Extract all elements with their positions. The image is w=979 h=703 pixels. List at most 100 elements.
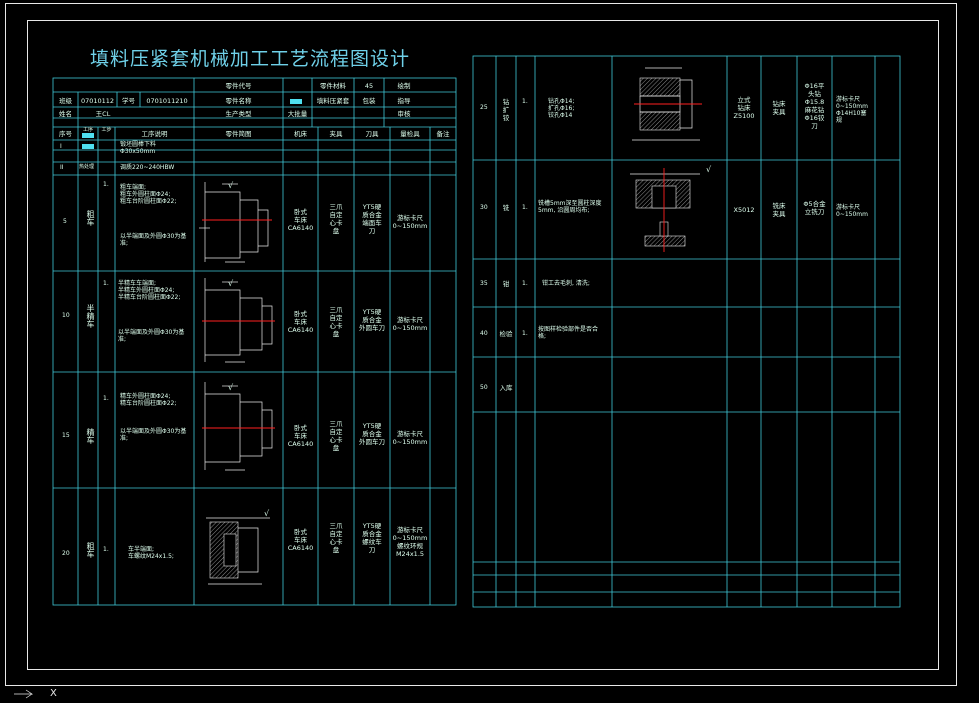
part-name-value: 填料压紧套 <box>316 97 350 105</box>
r-row30-desc: 铣槽5mm深至圆柱深度 5mm, 沿圆周均布; <box>538 200 602 214</box>
row15-step: 1. <box>103 395 109 402</box>
row20-desc: 车半端面; 车螺纹M24x1.5; <box>128 546 174 560</box>
header-part-code-label: 零件代号 <box>225 82 252 90</box>
surface-mark-op30: √ <box>706 165 712 174</box>
row15-tool: YT5硬 质合金 外圆车刀 <box>359 422 385 446</box>
row20-tool: YT5硬 质合金 螺纹车 刀 <box>362 522 382 554</box>
production-type-value: 大批量 <box>287 110 308 118</box>
row15-machine: 卧式 车床 CA6140 <box>287 424 314 448</box>
r-row30-machine: X5012 <box>733 206 755 214</box>
part-code-swatch <box>290 99 302 104</box>
row20-step: 1. <box>103 546 109 553</box>
row10-desc: 半精车车端面; 半精车外圆柱面Φ24; 半精车台阶圆柱面Φ22; 以半端面及外圆… <box>118 280 185 343</box>
r-row25-no: 25 <box>480 104 488 111</box>
row15-no: 15 <box>62 432 70 439</box>
name-label: 姓名 <box>59 110 72 118</box>
page-title: 填料压紧套机械加工工艺流程图设计 <box>90 48 411 70</box>
row15-desc: 精车外圆柱面Φ24; 精车台阶圆柱面Φ22; 以半端面及外圆Φ30为基准; <box>120 393 187 442</box>
r-row50-no: 50 <box>480 384 488 391</box>
row-ii-no: II <box>60 164 64 171</box>
sketch-op30 <box>630 173 700 247</box>
student-label: 学号 <box>122 97 135 105</box>
r-row35-step: 1. <box>522 280 528 287</box>
col-header-tool: 刀具 <box>365 130 379 138</box>
header-part-material-label: 零件材料 <box>320 82 346 90</box>
r-row30-gauge: 游标卡尺 0~150mm <box>836 204 868 218</box>
part-name-label: 零件名称 <box>225 97 252 105</box>
sketch-op20 <box>206 517 270 585</box>
row5-no: 5 <box>63 218 67 225</box>
class-value: 07010112 <box>80 97 115 105</box>
r-row50-op: 入库 <box>499 384 513 392</box>
r-row25-fixture: 钻床 夹具 <box>772 100 786 116</box>
r-row25-op: 钻 扩 铰 <box>502 98 510 122</box>
header-drawn-label: 绘制 <box>397 82 411 90</box>
col-header-op: 工序 <box>82 127 93 133</box>
right-table-grid <box>472 55 901 608</box>
row-ii-desc: 调质220~240HBW <box>120 164 175 171</box>
row10-tool: YT5硬 质合金 外圆车刀 <box>359 308 385 332</box>
row5-machine: 卧式 车床 CA6140 <box>287 208 314 232</box>
row-i-no: I <box>60 143 62 150</box>
row10-machine: 卧式 车床 CA6140 <box>287 310 314 334</box>
inner-frame <box>27 20 939 670</box>
r-row30-op: 铣 <box>502 204 510 212</box>
r-row30-fixture: 铣床 夹具 <box>772 202 786 218</box>
r-row30-no: 30 <box>480 204 488 211</box>
surface-mark-op10: √ <box>228 279 234 288</box>
review-label: 审核 <box>397 110 411 118</box>
row20-gauge: 游标卡尺 0~150mm 螺纹环规 M24x1.5 <box>392 526 428 558</box>
row15-gauge: 游标卡尺 0~150mm <box>392 430 428 446</box>
r-row25-desc: 钻孔Φ14; 扩孔Φ16; 铰孔Φ14 <box>548 98 575 119</box>
row15-fixture: 三爪 自定 心卡 盘 <box>329 420 343 452</box>
r-row25-tool: Φ16平 头钻 Φ15.8 麻花钻 Φ16铰 刀 <box>804 82 825 130</box>
row5-gauge: 游标卡尺 0~150mm <box>392 214 428 230</box>
r-row25-machine: 立式 钻床 Z5100 <box>733 96 755 120</box>
row10-step: 1. <box>103 280 109 287</box>
row20-op: 粗车 <box>86 542 95 558</box>
row20-no: 20 <box>62 550 70 557</box>
r-row40-step: 1. <box>522 330 528 337</box>
r-row25-gauge: 游标卡尺 0~150mm Φ14H10塞 规 <box>836 96 868 124</box>
surface-mark-op5: √ <box>228 181 234 190</box>
name-value: 王CL <box>95 110 111 118</box>
col-header-gauge: 量检具 <box>400 130 420 138</box>
r-row40-no: 40 <box>480 330 488 337</box>
sketch-op10 <box>204 278 273 363</box>
sketch-op15 <box>204 382 273 471</box>
r-row40-desc: 按图样检验部件是否合 格; <box>538 326 599 340</box>
r-row30-tool: Φ5合金 立铣刀 <box>803 200 826 216</box>
r-row40-op: 检验 <box>499 330 513 338</box>
sketch-op5 <box>199 182 269 263</box>
guide-label: 指导 <box>397 97 411 105</box>
row10-no: 10 <box>62 312 70 319</box>
student-value: 0701011210 <box>146 97 188 105</box>
row5-fixture: 三爪 自定 心卡 盘 <box>329 203 343 235</box>
col-header-machine: 机床 <box>294 130 307 138</box>
col-header-sketch: 零件简图 <box>225 130 252 138</box>
row20-machine: 卧式 车床 CA6140 <box>287 528 314 552</box>
row5-step: 1. <box>103 181 109 188</box>
col-header-step: 工步 <box>101 127 112 133</box>
row5-desc: 粗车端面; 粗车外圆柱面Φ24; 粗车台阶圆柱面Φ22; 以半端面及外圆Φ30为… <box>120 184 187 247</box>
col-header-fixture: 夹具 <box>329 130 343 138</box>
row-ii-op: 热处理 <box>79 164 95 170</box>
col-header-desc: 工序说明 <box>141 130 168 138</box>
row-i-swatch <box>82 144 94 149</box>
sketch-op25 <box>632 67 700 141</box>
r-row30-step: 1. <box>522 204 528 211</box>
r-row35-no: 35 <box>480 280 488 287</box>
r-row35-desc: 钳工去毛刺, 清洗; <box>542 280 590 287</box>
r-row35-op: 钳 <box>502 280 510 288</box>
col-header-remark: 备注 <box>436 130 450 138</box>
axis-marker <box>14 689 34 699</box>
class-label: 班级 <box>59 97 72 105</box>
row10-op: 半精车 <box>86 304 95 328</box>
row-i-desc: 锻坯圆棒下料 Φ30x50mm <box>120 141 157 155</box>
col-header-no: 序号 <box>59 130 72 138</box>
production-type-label: 生产类型 <box>225 110 252 118</box>
surface-mark-op15: √ <box>228 383 234 392</box>
op-swatch <box>82 133 94 138</box>
row10-gauge: 游标卡尺 0~150mm <box>392 316 428 332</box>
